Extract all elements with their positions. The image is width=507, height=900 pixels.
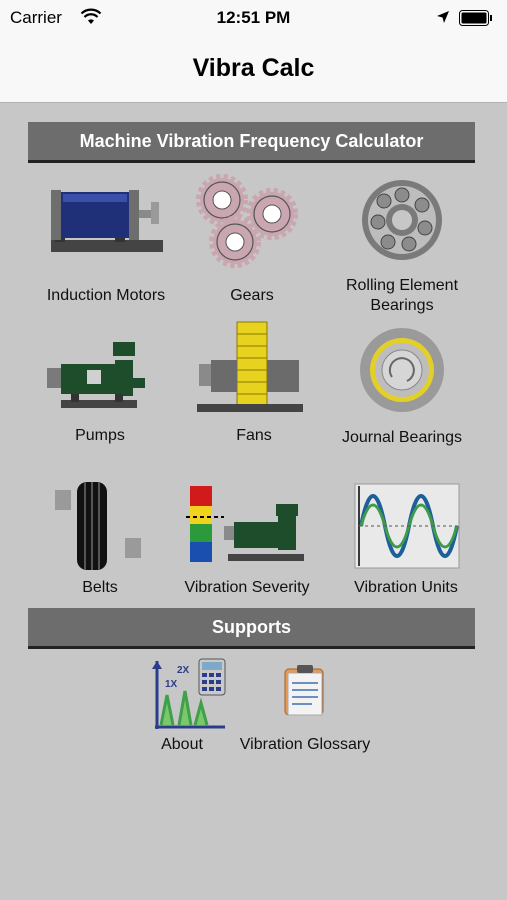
carrier-name: Carrier	[10, 8, 62, 27]
pump-icon	[47, 342, 145, 408]
tile-about[interactable]: 2X 1X About	[107, 655, 257, 760]
tile-label: Pumps	[75, 427, 125, 444]
tile-label: About	[161, 736, 203, 753]
tile-label: Rolling Element Bearings	[345, 277, 459, 314]
tile-label: Vibration Units	[354, 579, 458, 596]
journal-bearing-icon	[360, 328, 444, 412]
vibration-severity-icon	[186, 486, 304, 562]
rolling-bearing-icon	[362, 180, 442, 260]
about-icon-1x-text: 1X	[165, 679, 178, 690]
supports-section-header: Supports	[28, 608, 475, 649]
tile-label: Vibration Severity	[184, 579, 310, 596]
status-time: 12:51 PM	[216, 8, 291, 27]
tile-induction-motors[interactable]: Induction Motors	[31, 172, 181, 317]
tile-gears[interactable]: Gears	[177, 172, 327, 317]
tile-label: Fans	[236, 427, 272, 444]
fan-icon	[197, 321, 303, 412]
navigation-bar: Vibra Calc	[0, 36, 507, 103]
gears-icon	[196, 174, 298, 268]
wifi-icon	[80, 8, 102, 24]
induction-motor-icon	[51, 190, 163, 252]
tile-fans[interactable]: Fans	[179, 320, 329, 450]
tile-vibration-severity[interactable]: Vibration Severity	[172, 482, 322, 600]
tile-journal-bearings[interactable]: Journal Bearings	[327, 325, 477, 450]
tile-vibration-glossary[interactable]: Vibration Glossary	[230, 655, 380, 760]
battery-icon	[459, 10, 492, 26]
belts-icon	[55, 482, 141, 570]
tile-label: Induction Motors	[46, 287, 166, 304]
tile-label: Journal Bearings	[341, 429, 463, 446]
tile-pumps[interactable]: Pumps	[25, 320, 175, 450]
tile-belts[interactable]: Belts	[25, 476, 175, 600]
about-icon-2x-text: 2X	[177, 665, 190, 676]
tile-rolling-element-bearings[interactable]: Rolling Element Bearings	[327, 172, 477, 317]
status-bar: Carrier 12:51 PM	[0, 0, 507, 36]
tile-label: Vibration Glossary	[239, 736, 371, 753]
calculator-section-header: Machine Vibration Frequency Calculator	[28, 122, 475, 163]
glossary-icon	[284, 665, 324, 716]
location-arrow-icon	[437, 11, 449, 23]
tile-label: Gears	[230, 287, 274, 304]
tile-label: Belts	[82, 579, 118, 596]
about-icon: 2X 1X	[152, 658, 226, 729]
page-title: Vibra Calc	[192, 54, 315, 82]
tile-vibration-units[interactable]: Vibration Units	[331, 476, 481, 600]
vibration-units-icon	[354, 483, 460, 569]
